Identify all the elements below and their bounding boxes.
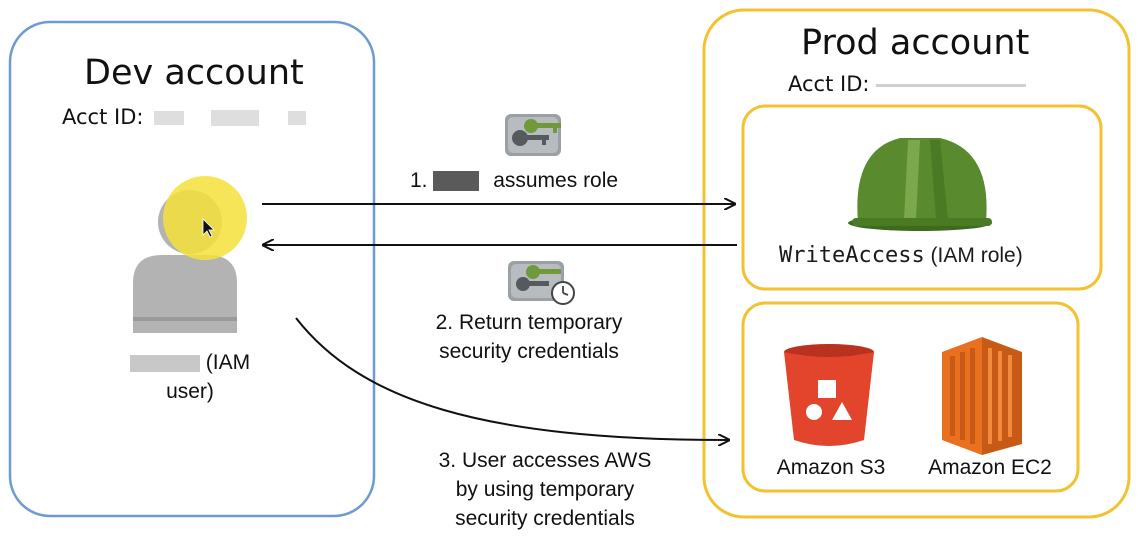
redaction-mask: [210, 110, 259, 126]
redaction-mask: [433, 171, 480, 192]
step3-line3: security credentials: [455, 507, 635, 530]
helmet-icon: [848, 138, 992, 231]
cursor-icon: [202, 218, 215, 238]
redaction-mask: [876, 83, 1027, 87]
step1-label: 1. assumes role: [410, 166, 618, 195]
key-clock-icon: [508, 261, 575, 305]
user-icon: [133, 176, 247, 333]
redaction-mask: [287, 111, 306, 125]
iam-user-label-line1: (IAM: [110, 348, 270, 377]
step2-label: 2. Return temporary security credentials: [395, 308, 663, 366]
dev-account-box: [8, 20, 376, 518]
step2-line2: security credentials: [439, 340, 619, 363]
prod-acct-id: Acct ID:: [788, 72, 1027, 96]
service-label-ec2: Amazon EC2: [928, 456, 1052, 479]
step2-line1: 2. Return temporary: [435, 311, 623, 334]
redaction-mask: [154, 111, 185, 125]
role-suffix: (IAM role): [930, 244, 1023, 267]
step1-text: assumes role: [493, 169, 619, 192]
step1-prefix: 1.: [410, 169, 428, 192]
role-label: WriteAccess (IAM role): [779, 243, 1023, 268]
step3-line2: by using temporary: [455, 478, 635, 501]
ec2-icon: [942, 337, 1022, 455]
arrow-access-aws: [295, 317, 728, 440]
dev-account-title: Dev account: [84, 53, 304, 93]
s3-bucket-icon: [784, 344, 874, 446]
key-icon: [505, 114, 561, 156]
service-label-s3: Amazon S3: [776, 456, 886, 479]
dev-acct-id-label: Acct ID:: [62, 105, 144, 129]
services-box: [741, 301, 1080, 493]
dev-acct-id: Acct ID:: [62, 105, 306, 129]
prod-acct-id-label: Acct ID:: [788, 72, 870, 96]
prod-account-title: Prod account: [801, 23, 1030, 63]
step3-label: 3. User accesses AWS by using temporary …: [395, 446, 695, 533]
role-box: [741, 104, 1103, 291]
role-name: WriteAccess: [779, 243, 925, 268]
iam-user-label: (IAM user): [110, 348, 270, 406]
iam-user-label-line2: user): [166, 380, 214, 403]
redaction-mask: [129, 354, 200, 372]
step3-line1: 3. User accesses AWS: [438, 449, 652, 472]
prod-account-box: [702, 8, 1131, 519]
